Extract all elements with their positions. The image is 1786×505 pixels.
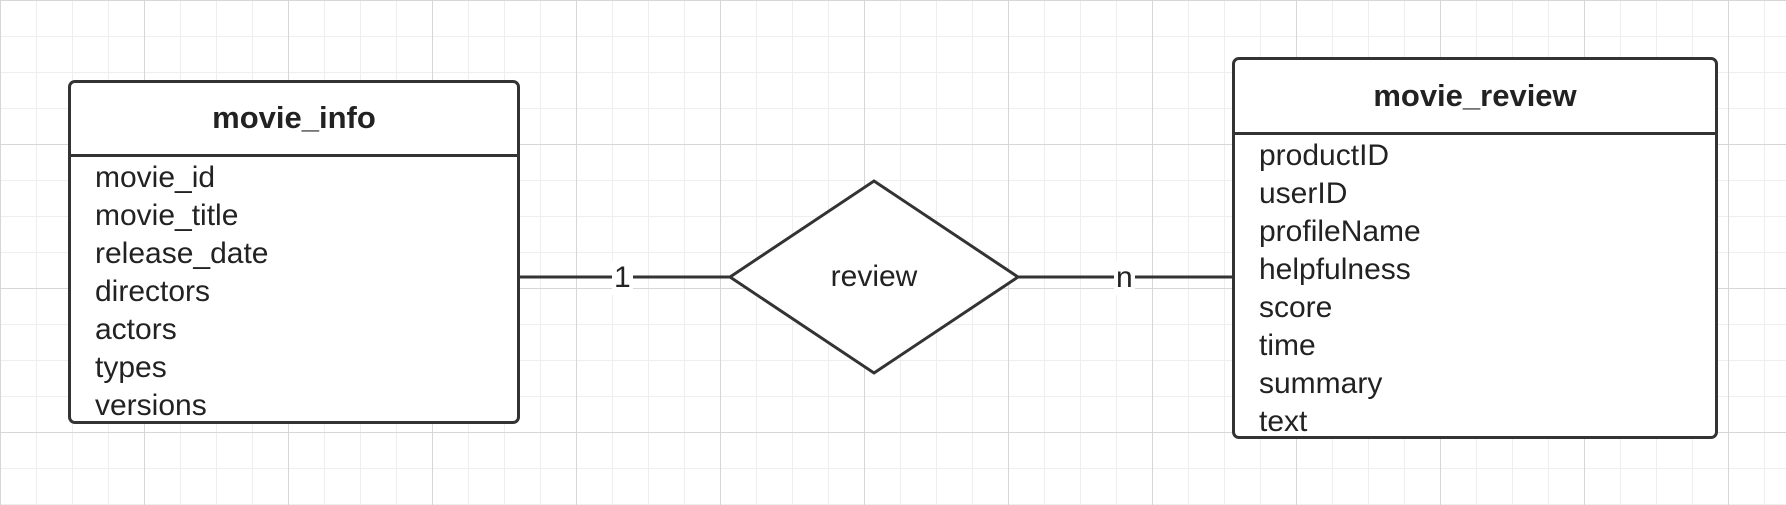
attribute-list: productID userID profileName helpfulness… <box>1235 135 1715 441</box>
attribute-item: productID <box>1259 139 1390 172</box>
attribute-list: movie_id movie_title release_date direct… <box>71 157 517 425</box>
relationship-diamond[interactable] <box>727 179 1021 375</box>
attribute-item: profileName <box>1259 215 1421 248</box>
entity-movie-review[interactable]: movie_review productID userID profileNam… <box>1232 57 1718 439</box>
attribute-item: time <box>1259 329 1316 362</box>
attribute-item: movie_id <box>95 161 216 194</box>
entity-title: movie_info <box>71 83 517 157</box>
attribute-item: text <box>1259 405 1308 438</box>
attribute-item: userID <box>1259 177 1348 210</box>
relationship-label: review <box>830 260 918 293</box>
attribute-item: helpfulness <box>1259 253 1411 286</box>
attribute-item: directors <box>95 275 211 308</box>
attribute-item: actors <box>95 313 177 346</box>
attribute-item: summary <box>1259 367 1383 400</box>
attribute-item: versions <box>95 389 207 422</box>
cardinality-left: 1 <box>612 261 633 295</box>
entity-movie-info[interactable]: movie_info movie_id movie_title release_… <box>68 80 520 424</box>
attribute-item: types <box>95 351 167 384</box>
attribute-item: movie_title <box>95 199 239 232</box>
attribute-item: release_date <box>95 237 269 270</box>
attribute-item: score <box>1259 291 1333 324</box>
entity-title: movie_review <box>1235 60 1715 135</box>
cardinality-right: n <box>1114 261 1135 295</box>
